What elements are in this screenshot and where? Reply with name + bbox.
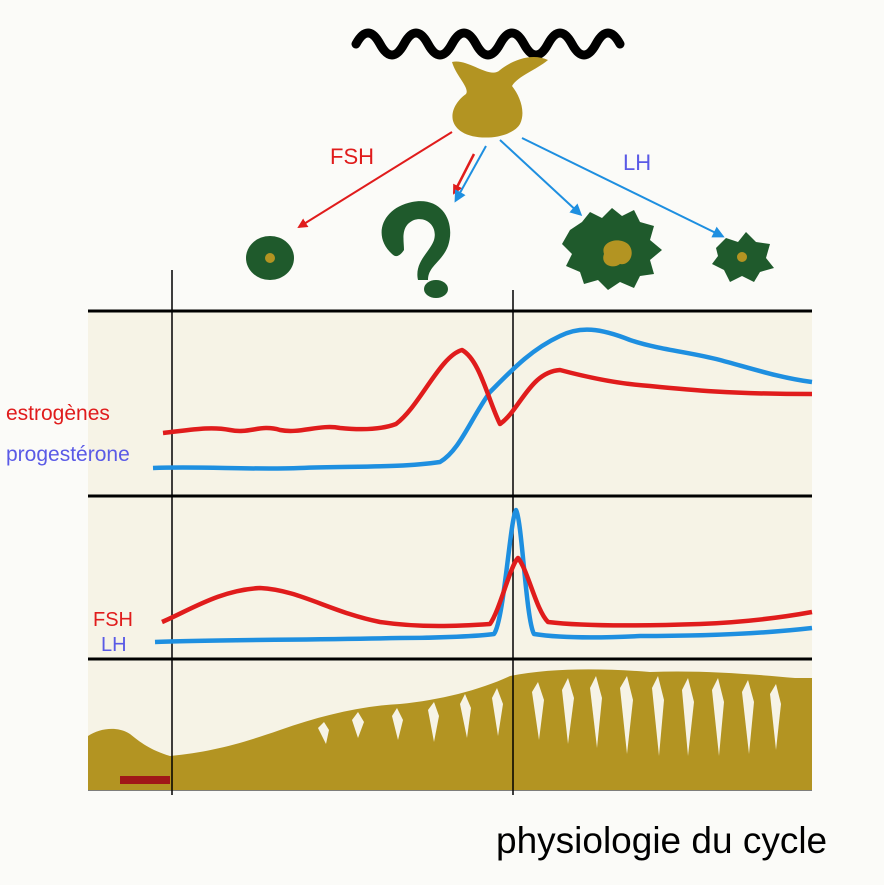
- lh-curve-label: LH: [101, 634, 127, 656]
- lh-curve: [154, 507, 813, 645]
- hypothalamus-icon: [351, 28, 625, 60]
- large-corpus-luteum-icon: [562, 208, 662, 290]
- estrogen-label: estrogènes: [6, 402, 110, 425]
- lh-arrow-to-question: [454, 145, 487, 203]
- small-corpus-luteum-icon: [712, 232, 774, 282]
- fsh-curve: [161, 555, 813, 629]
- fsh-arrow-to-question: [452, 153, 476, 195]
- estrogen-curve: [162, 347, 813, 436]
- lh-arrow-label: LH: [623, 150, 652, 175]
- diagram-title: physiologie du cycle: [496, 820, 828, 861]
- fsh-arrow-to-follicle: [297, 131, 453, 229]
- fsh-curve-label: FSH: [93, 609, 133, 631]
- menstruation-bar: [120, 776, 170, 784]
- lh-arrow-to-corpus-luteum: [499, 139, 583, 217]
- question-mark-icon: [381, 201, 451, 298]
- lh-arrow-to-small-corpus: [521, 137, 725, 238]
- fsh-arrow-label: FSH: [330, 144, 374, 169]
- pituitary-gland-icon: [452, 57, 548, 138]
- progesterone-label: progestérone: [6, 443, 130, 466]
- small-follicle-icon: [246, 236, 294, 280]
- endometrium-gland-gaps: [318, 676, 781, 756]
- progesterone-curve: [152, 327, 813, 471]
